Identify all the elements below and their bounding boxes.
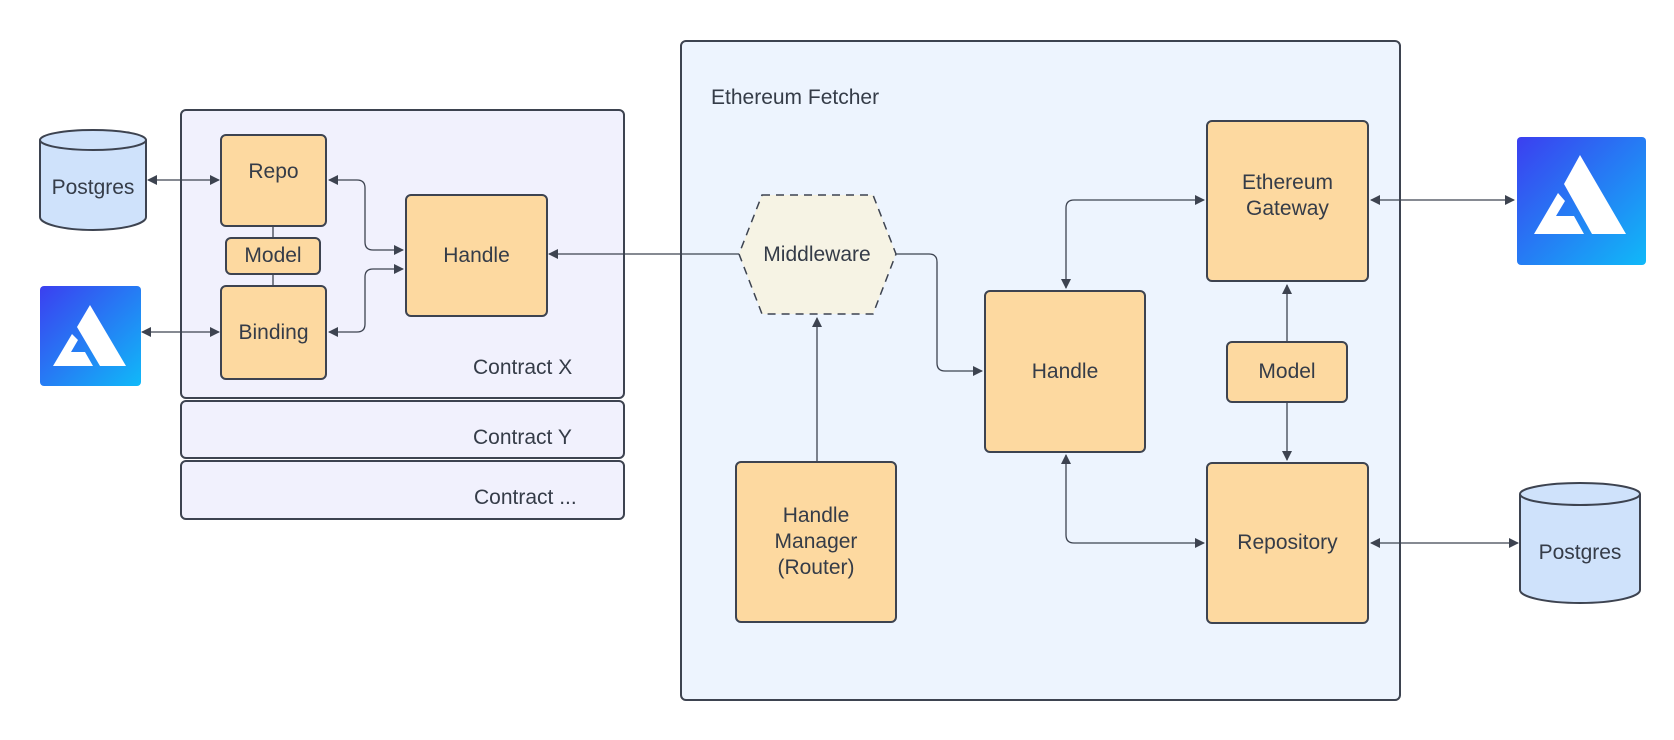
fetcher-handle-component[interactable]: Handle	[984, 290, 1146, 453]
arrow-handle-gateway	[1061, 195, 1205, 289]
model-component[interactable]: Model	[225, 237, 321, 275]
repository-component[interactable]: Repository	[1206, 462, 1369, 624]
binding-label: Binding	[238, 320, 309, 344]
arrow-handle-repository	[1061, 454, 1205, 548]
fetcher-handle-label: Handle	[1031, 359, 1099, 383]
binding-component[interactable]: Binding	[220, 285, 327, 380]
alchemy-logo-icon-right	[1517, 137, 1646, 265]
ethereum-gateway-label: Ethereum Gateway	[1241, 171, 1334, 220]
contract-more-label: Contract ...	[474, 486, 577, 509]
contract-more-panel	[180, 460, 625, 520]
handle-manager-label: Handle Manager (Router)	[774, 504, 858, 579]
fetcher-model-label: Model	[1258, 360, 1316, 383]
postgres-right-label: Postgres	[1539, 541, 1622, 564]
middleware-label: Middleware	[763, 243, 870, 266]
contract-handle-component[interactable]: Handle	[405, 194, 548, 317]
middleware-hexagon	[738, 194, 897, 315]
arrow-middleware-fetcher-handle	[895, 253, 983, 376]
repo-component[interactable]: Repo	[220, 134, 327, 227]
contract-handle-label: Handle	[443, 243, 510, 267]
contract-y-panel	[180, 400, 625, 459]
arrow-repo-handle	[328, 175, 404, 255]
postgres-right-db-icon	[1519, 482, 1641, 604]
contract-y-label: Contract Y	[473, 426, 572, 449]
repo-label: Repo	[248, 159, 299, 183]
fetcher-model-component[interactable]: Model	[1226, 341, 1348, 403]
alchemy-logo-icon-left	[40, 286, 141, 386]
contract-x-label: Contract X	[473, 356, 573, 379]
repository-label: Repository	[1237, 531, 1338, 554]
postgres-left-db-icon	[39, 129, 147, 231]
model-label: Model	[244, 244, 302, 267]
ethereum-fetcher-title: Ethereum Fetcher	[711, 86, 880, 109]
arrow-binding-handle	[328, 264, 404, 337]
handle-manager-component[interactable]: Handle Manager (Router)	[735, 461, 897, 623]
ethereum-gateway-component[interactable]: Ethereum Gateway	[1206, 120, 1369, 282]
postgres-left-label: Postgres	[52, 176, 135, 199]
